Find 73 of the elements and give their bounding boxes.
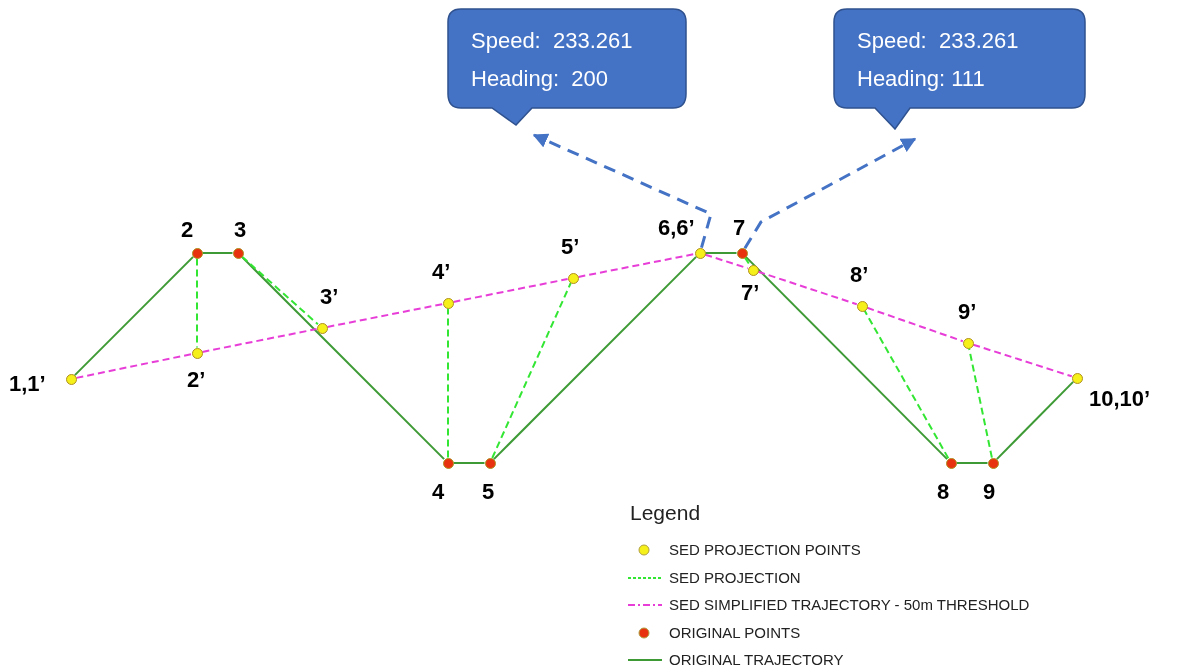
dashed-line xyxy=(241,255,319,326)
point-label: 1,1’ xyxy=(9,373,46,395)
dashed-line xyxy=(866,306,964,343)
point-marker xyxy=(856,300,868,312)
legend-text: SED PROJECTION POINTS xyxy=(669,542,861,557)
point-label: 6,6’ xyxy=(658,217,695,239)
point-marker xyxy=(232,247,244,259)
dashed-line xyxy=(863,309,950,460)
dashed-line xyxy=(201,328,318,353)
callout-text: Heading: 111 xyxy=(857,68,985,90)
point-marker xyxy=(567,272,579,284)
trajectory-line xyxy=(704,252,738,254)
point-label: 5’ xyxy=(561,236,580,258)
dashed-line xyxy=(577,253,696,278)
trajectory-line xyxy=(492,255,698,461)
dashed-line xyxy=(326,303,444,328)
callout-text: Speed: 233.261 xyxy=(471,30,633,52)
point-marker xyxy=(945,457,957,469)
dashed-line xyxy=(75,353,193,379)
point-label: 3’ xyxy=(320,286,339,308)
dashed-line xyxy=(447,307,449,459)
trajectory-line xyxy=(452,462,486,464)
dashed-line xyxy=(744,256,751,267)
point-marker xyxy=(191,247,203,259)
point-label: 2 xyxy=(181,219,194,241)
trajectory-line xyxy=(955,462,989,464)
callout-text: Heading: 200 xyxy=(471,68,608,90)
point-label: 3 xyxy=(234,219,247,241)
trajectory-line xyxy=(240,255,446,461)
trajectory-line xyxy=(73,255,195,377)
callout-box xyxy=(447,8,687,126)
callout-text: Speed: 233.261 xyxy=(857,30,1019,52)
point-label: 8’ xyxy=(850,264,869,286)
point-marker xyxy=(484,457,496,469)
point-label: 5 xyxy=(482,481,495,503)
point-marker xyxy=(694,247,706,259)
point-label: 2’ xyxy=(187,369,206,391)
point-label: 7’ xyxy=(741,282,760,304)
legend-text: SED SIMPLIFIED TRAJECTORY - 50m THRESHOLD xyxy=(669,597,1030,612)
dashed-line xyxy=(704,253,749,270)
trajectory-line xyxy=(995,380,1075,461)
point-label: 9’ xyxy=(958,301,977,323)
point-label: 10,10’ xyxy=(1089,388,1151,410)
callout-box xyxy=(833,8,1086,130)
point-marker xyxy=(736,247,748,259)
point-marker xyxy=(962,337,974,349)
point-marker xyxy=(65,373,77,385)
point-marker xyxy=(747,264,759,276)
legend-text: ORIGINAL POINTS xyxy=(669,624,801,640)
point-label: 4 xyxy=(432,481,445,503)
legend-text: ORIGINAL TRAJECTORY xyxy=(669,652,844,667)
dashed-line xyxy=(196,257,198,349)
point-label: 9 xyxy=(983,481,996,503)
point-label: 8 xyxy=(937,481,950,503)
dashed-line xyxy=(972,343,1073,378)
legend-title: Legend xyxy=(630,502,701,523)
dashed-arrow xyxy=(532,133,713,249)
dashed-line xyxy=(757,270,858,306)
dashed-line xyxy=(452,278,569,303)
legend-text: SED PROJECTION xyxy=(669,569,801,585)
point-marker xyxy=(1071,372,1083,384)
dashed-line xyxy=(491,282,572,459)
point-marker xyxy=(191,347,203,359)
point-marker xyxy=(316,322,328,334)
dashed-arrow xyxy=(743,137,917,250)
trajectory-line xyxy=(744,255,949,461)
point-label: 7 xyxy=(733,217,746,239)
point-marker xyxy=(442,297,454,309)
point-marker xyxy=(442,457,454,469)
trajectory-line xyxy=(201,252,234,254)
point-marker xyxy=(987,457,999,469)
point-label: 4’ xyxy=(432,261,451,283)
dashed-line xyxy=(968,347,993,459)
